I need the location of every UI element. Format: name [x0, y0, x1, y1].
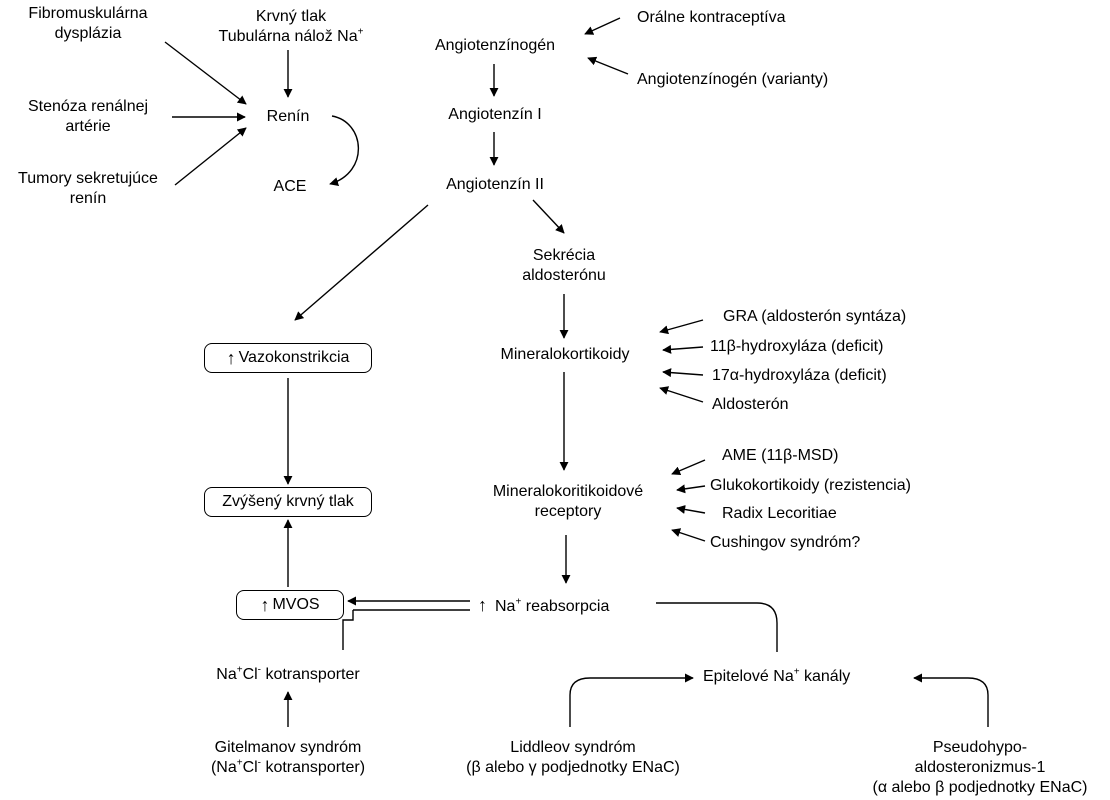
label-glucocorticoid-resistance: Glukokortikoidy (rezistencia): [710, 477, 911, 494]
label-angiotensinogen-variants: Angiotenzínogén (varianty): [637, 71, 829, 88]
superscript: +: [793, 666, 800, 678]
label-blood-pressure-sodium-load: Krvný tlak Tubulárna nálož Na+: [196, 7, 386, 47]
arrow-gra: [659, 319, 704, 335]
label-text: Tumory sekretujúce: [18, 170, 158, 187]
superscript: -: [257, 757, 262, 769]
arrow-radix: [676, 504, 706, 514]
label-text: MVOS: [272, 596, 320, 613]
label-text: Fibromuskulárna: [28, 5, 148, 22]
superscript: +: [357, 26, 364, 38]
label-ame: AME (11β-MSD): [722, 447, 839, 464]
label-text: Na: [216, 666, 237, 683]
label-mineralocorticoid-receptors: Mineralokoritikoidové receptory: [470, 482, 666, 522]
up-arrow-icon: ↑: [260, 595, 270, 615]
label-mineralocorticoids: Mineralokortikoidy: [500, 346, 630, 363]
label-text: (β alebo γ podjednotky ENaC): [466, 759, 680, 776]
arrow-pha-enac: [913, 673, 989, 727]
label-text: aldosteronizmus-1: [914, 759, 1046, 776]
label-11b-hydroxylase: 11β-hydroxyláza (deficit): [710, 338, 884, 355]
line-ncc-junction: [342, 610, 354, 650]
label-cushing-syndrome: Cushingov syndróm?: [710, 534, 861, 551]
line-na-enac: [656, 602, 778, 652]
label-pseudohypoaldosteronism: Pseudohypo- aldosteronizmus-1 (α alebo β…: [852, 738, 1108, 798]
label-radix-lecoritiae: Radix Lecoritiae: [722, 505, 837, 522]
arrow-ang2-aldo: [532, 199, 565, 234]
label-17a-hydroxylase: 17α-hydroxyláza (deficit): [712, 367, 887, 384]
label-text: Cl: [242, 666, 258, 683]
arrow-fibro-renin: [164, 41, 247, 105]
box-increased-blood-pressure: Zvýšený krvný tlak: [204, 487, 372, 517]
superscript: +: [236, 664, 243, 676]
label-text: Krvný tlak: [255, 8, 327, 25]
label-aldosterone-secretion: Sekrécia aldosterónu: [484, 246, 644, 286]
label-text: Liddleov syndróm: [510, 739, 636, 756]
label-angiotensin-i: Angiotenzín I: [448, 106, 542, 123]
box-mvos: ↑MVOS: [236, 590, 344, 620]
arrow-11b: [662, 344, 704, 354]
arrow-aldosteron: [659, 386, 704, 403]
label-fibromuscular-dysplasia: Fibromuskulárna dysplázia: [6, 4, 170, 44]
label-text: kotransporter: [261, 666, 360, 683]
label-gitelman-syndrome: Gitelmanov syndróm (Na+Cl- kotransporter…: [183, 738, 393, 778]
label-text: Zvýšený krvný tlak: [222, 493, 354, 510]
arrow-tumors-renin: [174, 127, 247, 186]
label-sodium-reabsorption: ↑ Na+ reabsorpcia: [478, 595, 609, 617]
arrow-liddle-enac: [569, 673, 694, 727]
superscript: +: [515, 596, 522, 608]
label-ace: ACE: [273, 178, 307, 195]
label-angiotensin-ii: Angiotenzín II: [446, 176, 544, 193]
label-text: Gitelmanov syndróm: [214, 739, 362, 756]
arrow-ame: [671, 459, 706, 475]
up-arrow-icon: ↑: [478, 595, 487, 615]
arrow-gluco: [676, 484, 706, 494]
label-nacl-cotransporter: Na+Cl- kotransporter: [188, 665, 388, 685]
superscript: +: [236, 757, 243, 769]
label-text: (Na+Cl- kotransporter): [183, 758, 393, 778]
label-text: Vazokonstrikcia: [238, 349, 350, 366]
label-liddle-syndrome: Liddleov syndróm (β alebo γ podjednotky …: [440, 738, 706, 778]
label-aldosteron: Aldosterón: [712, 396, 789, 413]
label-text: Mineralokoritikoidové: [492, 483, 644, 500]
label-text: dysplázia: [54, 25, 122, 42]
label-renal-artery-stenosis: Stenóza renálnej artérie: [4, 97, 172, 137]
label-angiotensinogen: Angiotenzínogén: [434, 37, 556, 54]
label-text: (Na: [210, 759, 237, 776]
label-text: reabsorpcia: [521, 598, 610, 615]
label-text: kanály: [799, 668, 851, 685]
label-renin: Renín: [266, 108, 310, 125]
label-text: artérie: [65, 118, 111, 135]
label-text: Sekrécia: [532, 247, 596, 264]
label-text: Pseudohypo-: [932, 739, 1028, 756]
label-renin-secreting-tumors: Tumory sekretujúce renín: [0, 169, 176, 209]
label-text: renín: [69, 190, 107, 207]
label-text: Stenóza renálnej: [27, 98, 149, 115]
label-text: Cl: [242, 759, 258, 776]
label-text: receptory: [534, 503, 602, 520]
arrow-renin-ace: [329, 115, 360, 186]
arrow-17a: [662, 368, 704, 378]
label-gra: GRA (aldosterón syntáza): [723, 308, 907, 325]
label-text: aldosterónu: [522, 267, 606, 284]
label-text: Tubulárna nálož Na: [218, 28, 358, 45]
label-text: Epitelové Na: [703, 668, 794, 685]
box-vasoconstriction: ↑Vazokonstrikcia: [204, 343, 372, 373]
arrow-ang2-vaso: [294, 204, 429, 321]
superscript: -: [257, 664, 262, 676]
arrow-variants-angiotensinogen: [587, 56, 629, 75]
label-text: kotransporter): [261, 759, 366, 776]
label-oral-contraceptives: Orálne kontraceptíva: [637, 9, 786, 26]
label-text: (α alebo β podjednotky ENaC): [872, 779, 1088, 796]
label-text: Tubulárna nálož Na+: [196, 27, 386, 47]
label-text: Na: [495, 598, 516, 615]
arrow-cushing: [671, 528, 706, 542]
label-epithelial-sodium-channels: Epitelové Na+ kanály: [703, 667, 850, 687]
up-arrow-icon: ↑: [226, 348, 236, 368]
arrow-oral-angiotensinogen: [584, 17, 621, 35]
